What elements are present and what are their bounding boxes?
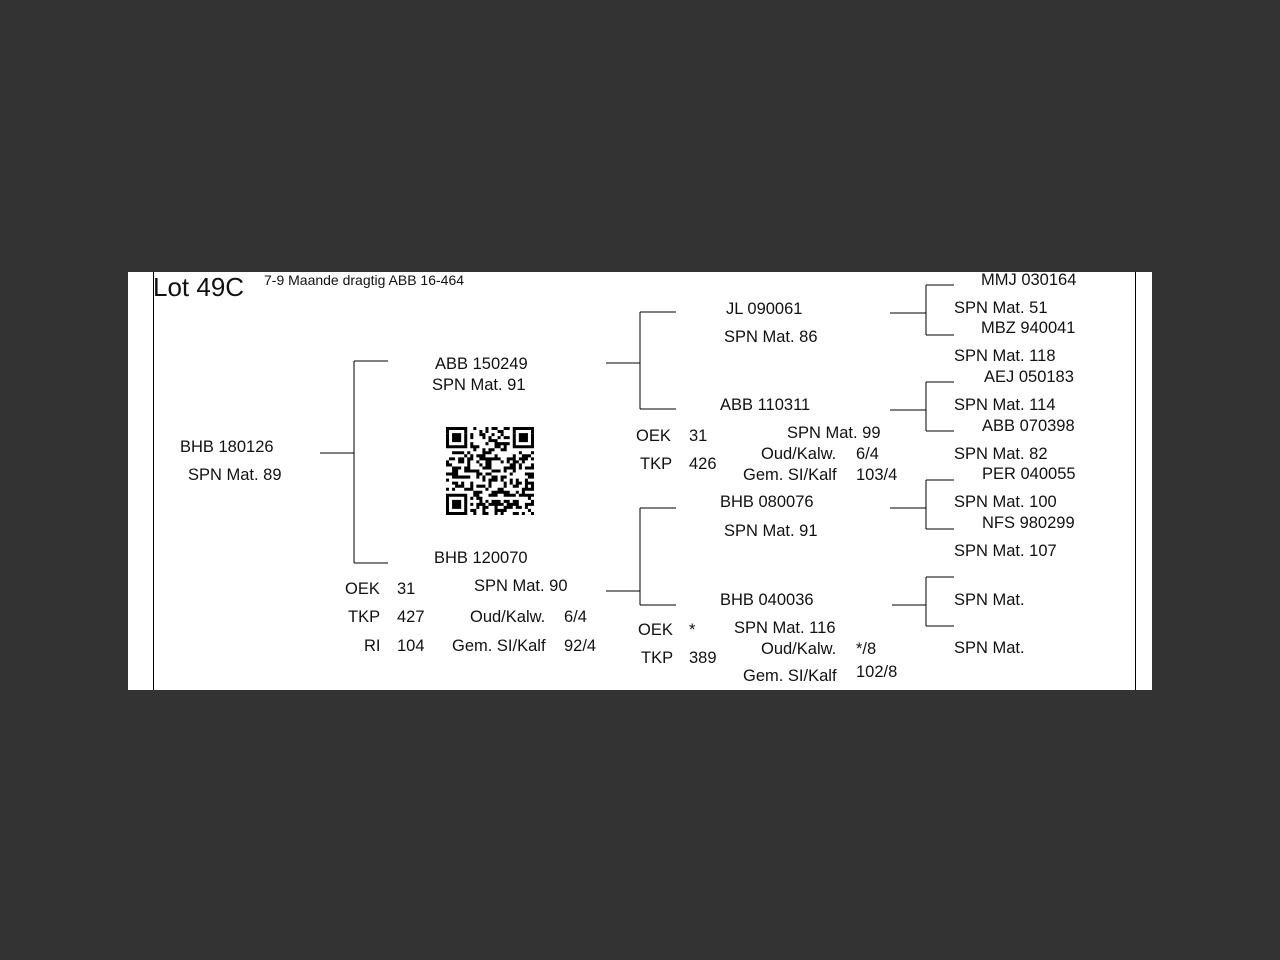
maternal-granddam-id: BHB 040036 bbox=[720, 591, 814, 609]
maternal-granddam-oud-value: */8 bbox=[856, 640, 877, 658]
ggp-5-spn: SPN Mat. 100 bbox=[954, 493, 1057, 511]
ggp-3-id: AEJ 050183 bbox=[984, 368, 1074, 386]
ggp-3-spn: SPN Mat. 114 bbox=[954, 396, 1056, 414]
dam-ri-label: RI bbox=[364, 637, 381, 655]
pedigree-connectors bbox=[320, 284, 954, 627]
ggp-4-id: ABB 070398 bbox=[982, 417, 1075, 435]
maternal-granddam-tkp-value: 389 bbox=[689, 649, 717, 667]
paternal-grandsire-id: JL 090061 bbox=[726, 300, 803, 318]
paternal-granddam-gem-value: 103/4 bbox=[856, 466, 898, 484]
lot-title: Lot 49C bbox=[153, 272, 245, 302]
maternal-granddam-spn: SPN Mat. 116 bbox=[734, 619, 836, 637]
paternal-granddam-tkp-value: 426 bbox=[689, 455, 717, 473]
ggp-4-spn: SPN Mat. 82 bbox=[954, 445, 1048, 463]
maternal-granddam-oud-label: Oud/Kalw. bbox=[761, 640, 837, 658]
ggp-7-spn: SPN Mat. bbox=[954, 591, 1025, 609]
lot-subtitle: 7-9 Maande dragtig ABB 16-464 bbox=[264, 272, 465, 288]
paternal-granddam-oud-label: Oud/Kalw. bbox=[761, 445, 837, 463]
sire-spn: SPN Mat. 91 bbox=[432, 376, 526, 394]
ggp-2-spn: SPN Mat. 118 bbox=[954, 347, 1056, 365]
paternal-granddam-oud-value: 6/4 bbox=[856, 445, 879, 463]
maternal-granddam-oek-label: OEK bbox=[638, 621, 673, 639]
dam-tkp-value: 427 bbox=[397, 608, 425, 626]
dam-id: BHB 120070 bbox=[434, 549, 528, 567]
dam-spn: SPN Mat. 90 bbox=[474, 577, 568, 595]
paternal-granddam-oek-label: OEK bbox=[636, 427, 671, 445]
dam-tkp-label: TKP bbox=[348, 608, 381, 626]
animal-spn: SPN Mat. 89 bbox=[188, 466, 282, 484]
qr-code-image bbox=[446, 427, 534, 515]
maternal-grandsire-spn: SPN Mat. 91 bbox=[724, 522, 818, 540]
ggp-1-id: MMJ 030164 bbox=[981, 272, 1077, 289]
ggp-6-spn: SPN Mat. 107 bbox=[954, 542, 1057, 560]
paternal-granddam-gem-label: Gem. SI/Kalf bbox=[743, 466, 837, 484]
paternal-granddam-spn: SPN Mat. 99 bbox=[787, 424, 881, 442]
dam-oek-value: 31 bbox=[397, 580, 416, 598]
right-margin-line bbox=[1135, 272, 1136, 690]
dam-oud-label: Oud/Kalw. bbox=[470, 608, 546, 626]
maternal-granddam-oek-value: * bbox=[689, 621, 696, 639]
paternal-granddam-oek-value: 31 bbox=[689, 427, 708, 445]
dam-oud-value: 6/4 bbox=[564, 608, 587, 626]
ggp-2-id: MBZ 940041 bbox=[981, 319, 1076, 337]
paternal-granddam-tkp-label: TKP bbox=[640, 455, 673, 473]
pedigree-sheet: Lot 49C 7-9 Maande dragtig ABB 16-464 BH… bbox=[128, 272, 1152, 690]
ggp-5-id: PER 040055 bbox=[982, 465, 1076, 483]
animal-id: BHB 180126 bbox=[180, 438, 274, 456]
dam-gem-label: Gem. SI/Kalf bbox=[452, 637, 546, 655]
ggp-6-id: NFS 980299 bbox=[982, 514, 1075, 532]
paternal-granddam-id: ABB 110311 bbox=[720, 396, 811, 414]
dam-ri-value: 104 bbox=[397, 637, 425, 655]
maternal-grandsire-id: BHB 080076 bbox=[720, 493, 814, 511]
dam-gem-value: 92/4 bbox=[564, 637, 597, 655]
dam-oek-label: OEK bbox=[345, 580, 380, 598]
maternal-granddam-tkp-label: TKP bbox=[641, 649, 674, 667]
ggp-8-spn: SPN Mat. bbox=[954, 639, 1025, 657]
sire-id: ABB 150249 bbox=[435, 355, 528, 373]
paternal-grandsire-spn: SPN Mat. 86 bbox=[724, 328, 818, 346]
ggp-1-spn: SPN Mat. 51 bbox=[954, 299, 1048, 317]
maternal-granddam-gem-label: Gem. SI/Kalf bbox=[743, 667, 837, 685]
left-margin-line bbox=[153, 272, 154, 690]
maternal-granddam-gem-value: 102/8 bbox=[856, 663, 898, 681]
